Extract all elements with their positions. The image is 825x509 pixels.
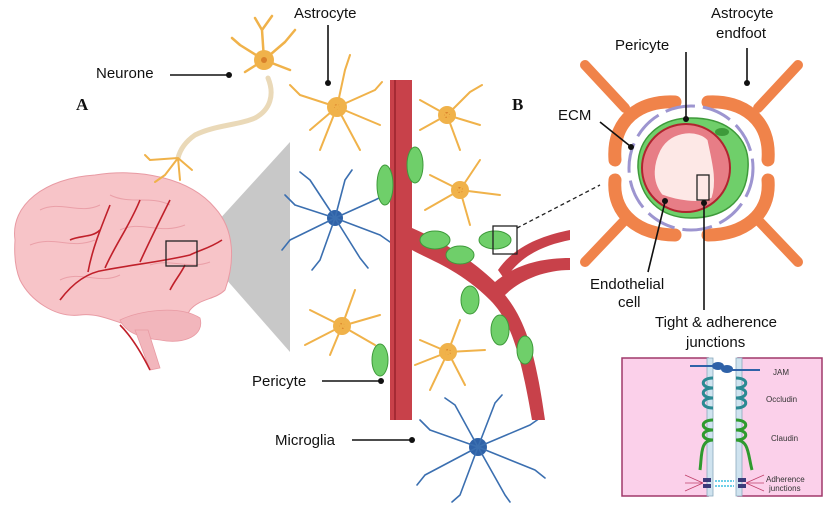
claudin-label: Claudin: [771, 434, 798, 443]
astrocyte-cell: [304, 289, 381, 356]
neurone-pointer: [226, 72, 232, 78]
astrocyte-endfoot-label-1: Astrocyte: [711, 5, 774, 22]
pericyte-pointer-b: [683, 116, 689, 122]
astrocyte-cell: [414, 319, 486, 391]
astrocyte-label: Astrocyte: [294, 5, 357, 22]
vessel-zoom-box: [492, 225, 518, 255]
adherence-junction-proteins: [684, 474, 765, 492]
astrocyte-endfeet: [580, 60, 803, 267]
microglia-label: Microglia: [275, 432, 336, 449]
pericyte-label-b: Pericyte: [615, 37, 669, 54]
neurone-illustration: [144, 14, 297, 183]
panel-a-label: A: [76, 95, 89, 114]
astrocyte-pointer: [325, 80, 331, 86]
brain-illustration: [14, 172, 233, 371]
ecm-pointer: [628, 144, 634, 150]
jam-label: JAM: [773, 368, 789, 377]
neurone-label: Neurone: [96, 65, 154, 82]
microglia-pointer: [409, 437, 415, 443]
astrocyte-cell: [424, 159, 501, 226]
endothelial-label-2: cell: [618, 294, 641, 311]
claudin-proteins: [698, 418, 754, 471]
pericyte-pointer-a: [378, 378, 384, 384]
junctions-label-1: Tight & adherence: [655, 314, 777, 331]
adherence-label-1: Adherence: [766, 475, 805, 484]
pericyte-label-a: Pericyte: [252, 373, 306, 390]
pericyte-cells: [371, 146, 534, 377]
junction-zoom-box: [696, 174, 710, 201]
ecm-label: ECM: [558, 107, 591, 124]
vessel-lumen: [653, 132, 715, 202]
brain-zoom-box: [165, 240, 198, 267]
microglia-cell: [281, 169, 391, 271]
ecm-leader: [599, 121, 631, 147]
astrocyte-cell: [289, 54, 383, 151]
endothelial-pointer: [662, 198, 668, 204]
astrocyte-endfoot-pointer: [744, 80, 750, 86]
junctions-label-2: junctions: [685, 334, 745, 351]
junctions-pointer: [701, 200, 707, 206]
occludin-label: Occludin: [766, 395, 797, 404]
astrocyte-cell: [419, 84, 483, 151]
blood-vessel-tree: [390, 80, 570, 420]
adherence-label-2: junctions: [768, 484, 801, 493]
astrocyte-endfoot-label-2: endfoot: [716, 25, 767, 42]
jam-proteins: [690, 362, 760, 373]
microglia-cell: [416, 394, 546, 503]
zoom-dashed-line: [516, 184, 601, 229]
panel-b-label: B: [512, 95, 523, 114]
occludin-proteins: [701, 376, 748, 410]
endothelial-label-1: Endothelial: [590, 276, 664, 293]
ecm-ring: [627, 104, 755, 232]
zoom-cone: [196, 142, 290, 352]
pericyte-nucleus: [715, 128, 729, 136]
junction-inset: JAM Occludin Claudin Adherence junctions: [621, 357, 823, 497]
endothelial-leader: [647, 201, 666, 273]
